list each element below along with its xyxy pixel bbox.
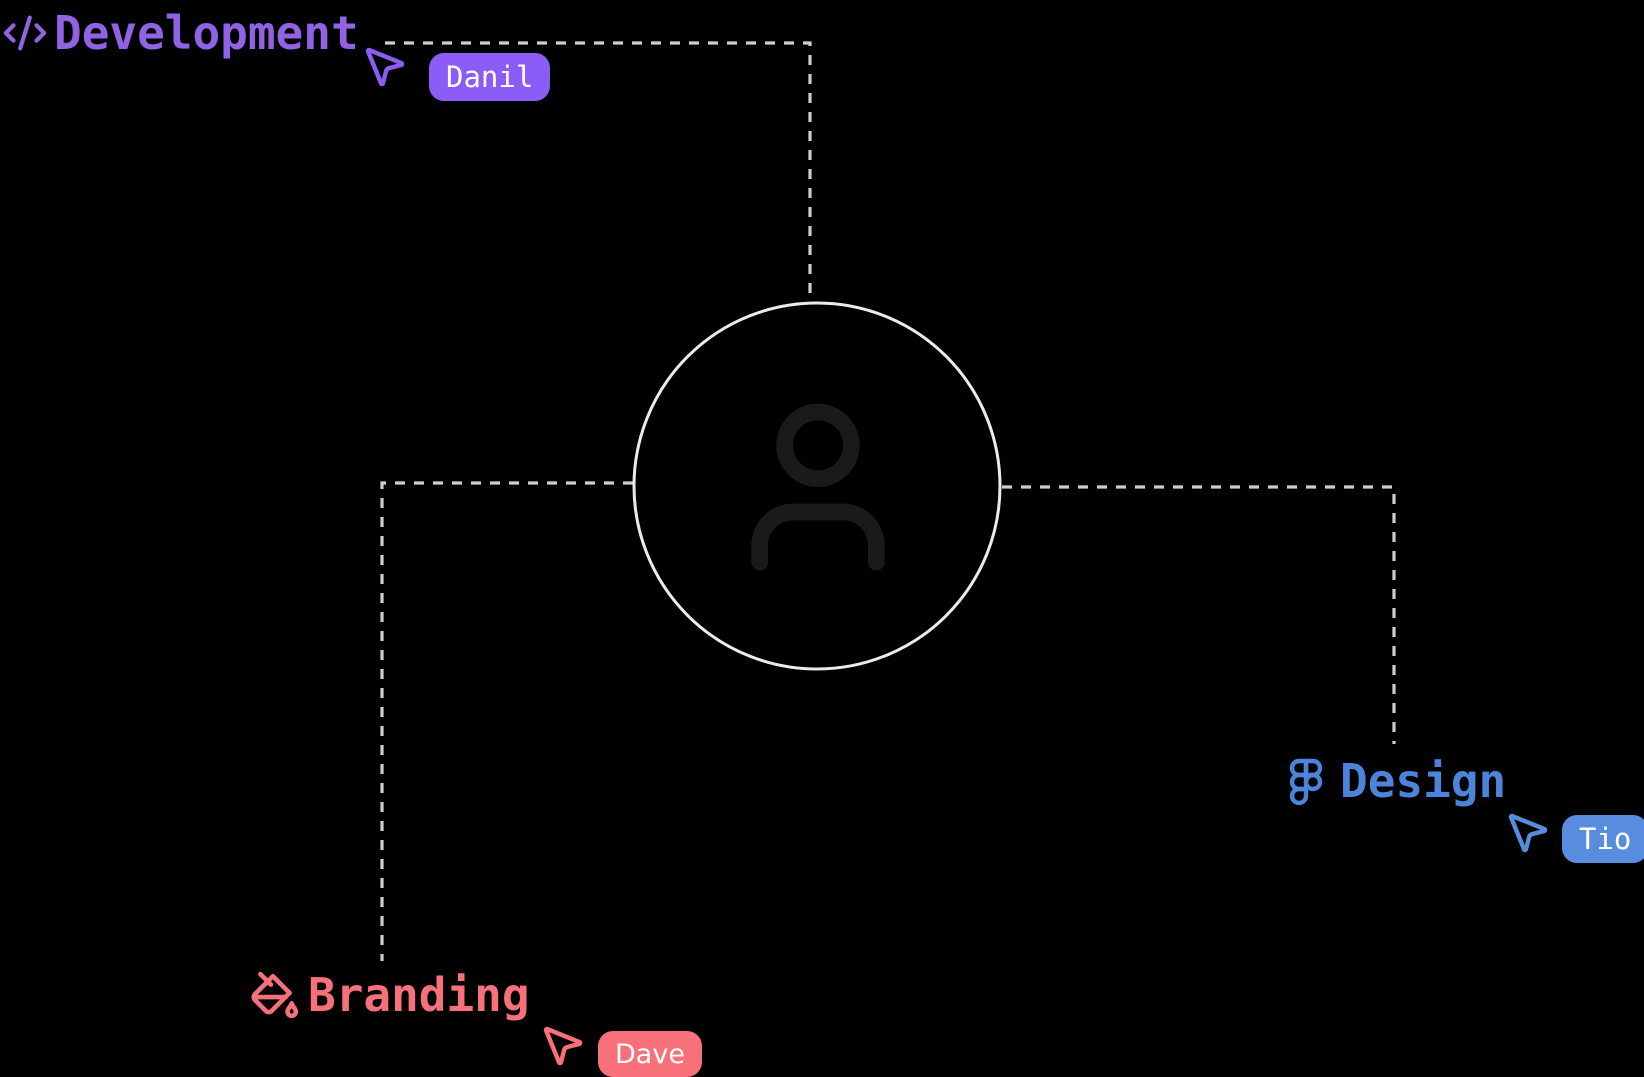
- section-label-text: Branding: [308, 968, 530, 1022]
- cursor-icon-dave: [543, 1026, 583, 1066]
- connector-design: [1002, 485, 1396, 744]
- user-badge-dave: Dave: [598, 1031, 702, 1077]
- cursor-icon-tio: [1508, 813, 1548, 853]
- figma-icon: [1289, 758, 1323, 805]
- user-name: Danil: [446, 60, 534, 94]
- section-label-branding[interactable]: Branding: [250, 968, 530, 1022]
- user-badge-tio: Tio: [1562, 815, 1644, 863]
- user-name: Dave: [615, 1038, 685, 1070]
- center-user-node[interactable]: [632, 301, 1002, 671]
- code-icon: [3, 15, 47, 51]
- section-label-text: Development: [54, 6, 359, 60]
- connector-development: [385, 41, 812, 301]
- section-label-development[interactable]: Development: [2, 6, 359, 60]
- user-icon: [751, 403, 885, 571]
- section-label-text: Design: [1340, 754, 1507, 808]
- user-name: Tio: [1579, 822, 1632, 856]
- connector-branding: [380, 481, 633, 961]
- cursor-icon-danil: [365, 47, 405, 87]
- paint-bucket-icon: [251, 971, 299, 1019]
- section-label-design[interactable]: Design: [1282, 754, 1506, 808]
- user-badge-danil: Danil: [429, 53, 551, 101]
